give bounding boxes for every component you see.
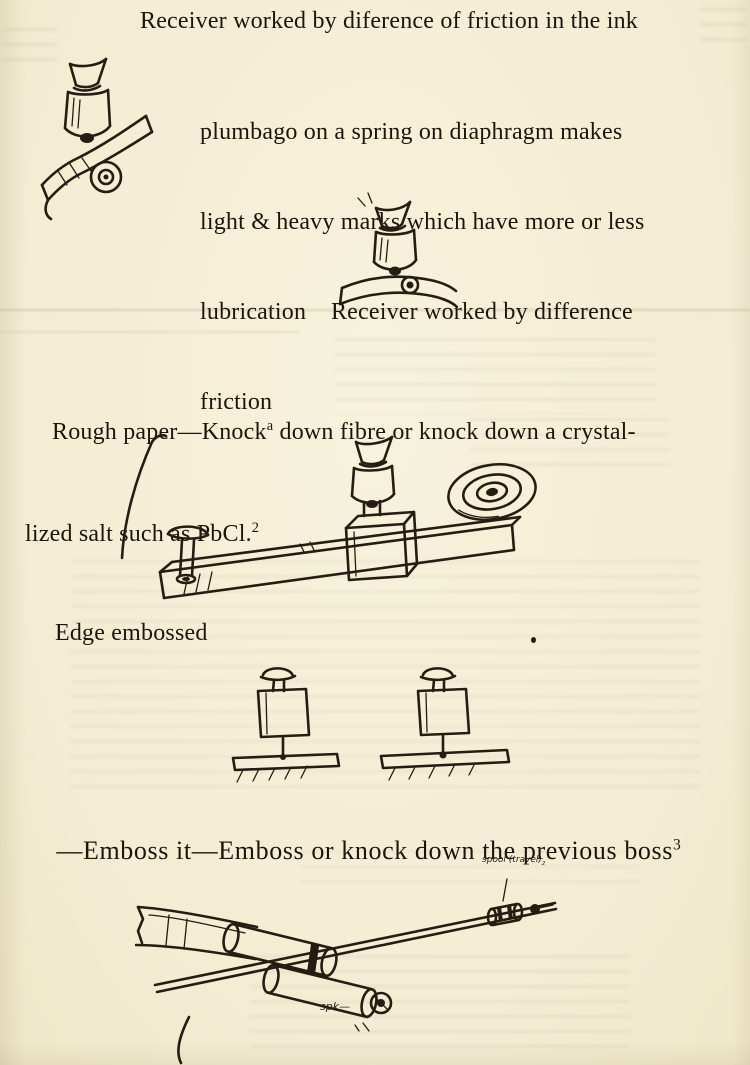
paragraph-line: Rough paper—Knocka down fibre or knock d… bbox=[52, 418, 636, 445]
caption-emboss: —Emboss it—Emboss or knock down the prev… bbox=[56, 836, 682, 865]
subscript: 2 bbox=[541, 860, 546, 867]
figure-stylus-band bbox=[338, 192, 458, 309]
caption-edge-embossed: Edge embossed bbox=[55, 620, 208, 646]
figure-arm-stylus-roll bbox=[120, 433, 537, 600]
figure-embossing-styluses bbox=[231, 667, 511, 783]
paragraph-line: lubrication Receiver worked by differenc… bbox=[200, 299, 633, 325]
page-showthrough-line bbox=[0, 331, 300, 333]
superscript: a bbox=[266, 418, 274, 434]
handwritten-annotation-spk: spk— bbox=[320, 1000, 351, 1013]
paragraph-line: plumbago on a spring on diaphragm makes bbox=[200, 119, 623, 145]
handwritten-annotation-spool: spool (travel)2 bbox=[482, 855, 546, 867]
paragraph-plumbago: plumbago on a spring on diaphragm makes … bbox=[200, 57, 735, 477]
superscript: 2 bbox=[251, 520, 260, 536]
page-showthrough-line bbox=[0, 309, 750, 311]
paragraph-line: lized salt such as PbCl.2 bbox=[25, 520, 260, 547]
figure-spools-tape bbox=[135, 878, 558, 1065]
paragraph-line: light & heavy marks which have more or l… bbox=[200, 209, 645, 235]
figure-stylus-tape-roller bbox=[40, 57, 154, 221]
page-showthrough bbox=[700, 8, 746, 48]
heading-line: Receiver worked by diference of friction… bbox=[140, 8, 639, 34]
ink-speck bbox=[531, 637, 536, 643]
paragraph-rough-paper: Rough paper—Knocka down fibre or knock d… bbox=[25, 347, 725, 619]
superscript: 3 bbox=[672, 836, 682, 854]
paragraph-line: friction bbox=[200, 389, 273, 415]
